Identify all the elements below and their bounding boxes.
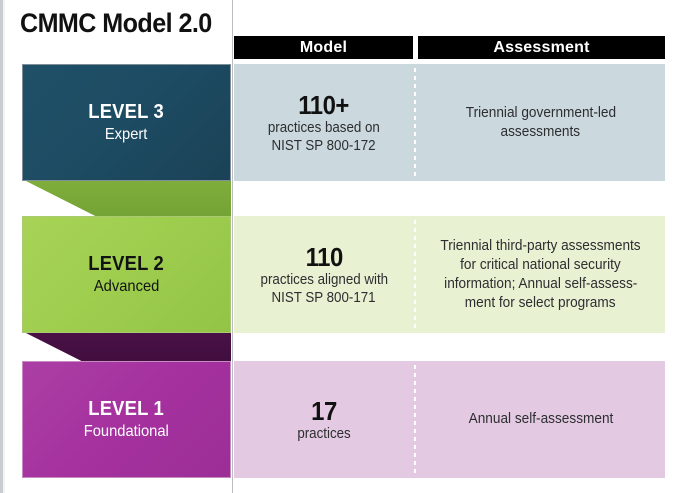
model-cell-level-1: 17 practices	[234, 361, 414, 478]
practice-detail-line2-level-3: NIST SP 800-172	[271, 137, 377, 154]
model-cell-level-2: 110 practices aligned with NIST SP 800-1…	[234, 216, 414, 333]
connector-level3-to-level2	[22, 179, 231, 217]
practice-detail-line1-level-3: practices based on	[268, 119, 380, 136]
row-panel-level-3: 110+ practices based on NIST SP 800-172 …	[234, 64, 665, 181]
model-cell-level-3: 110+ practices based on NIST SP 800-172	[234, 64, 414, 181]
assessment-line3-level-2: information; Annual self-assess-	[443, 275, 638, 292]
level-box-level-2: LEVEL 2 Advanced	[22, 216, 231, 333]
practice-count-level-3: 110+	[298, 89, 350, 120]
practice-detail-line2-level-2: NIST SP 800-171	[271, 289, 377, 306]
practice-count-level-2: 110	[305, 241, 343, 272]
page-title: CMMC Model 2.0	[20, 8, 212, 38]
frame-left-inner-border	[3, 0, 5, 493]
assessment-cell-level-1: Annual self-assessment	[416, 361, 665, 478]
column-dotted-divider	[414, 220, 416, 329]
practice-detail-line1-level-1: practices	[297, 425, 351, 442]
level-box-level-3: LEVEL 3 Expert	[22, 64, 231, 181]
row-panel-level-1: 17 practices Annual self-assessment	[234, 361, 665, 478]
frame-left-border	[0, 0, 3, 493]
column-dotted-divider	[414, 365, 416, 474]
column-header-model: Model	[234, 36, 413, 59]
assessment-line1-level-1: Annual self-assessment	[468, 411, 613, 427]
level-box-level-1: LEVEL 1 Foundational	[22, 361, 231, 478]
assessment-line2-level-2: for critical national security	[460, 256, 621, 273]
level-name-level-1: LEVEL 1	[88, 398, 165, 420]
level-name-level-3: LEVEL 3	[88, 101, 165, 123]
assessment-line2-level-3: assessments	[500, 123, 581, 140]
assessment-cell-level-3: Triennial government-led assessments	[416, 64, 665, 181]
practice-count-level-1: 17	[311, 395, 337, 426]
level-description-level-1: Foundational	[83, 423, 170, 440]
level-name-level-2: LEVEL 2	[88, 253, 165, 275]
level-description-level-3: Expert	[105, 126, 148, 143]
practice-detail-line1-level-2: practices aligned with	[260, 271, 388, 288]
level-column-divider	[232, 0, 233, 493]
row-panel-level-2: 110 practices aligned with NIST SP 800-1…	[234, 216, 665, 333]
assessment-line1-level-3: Triennial government-led	[465, 104, 616, 121]
column-dotted-divider	[414, 68, 416, 177]
assessment-line4-level-2: ment for select programs	[465, 294, 616, 311]
column-header-assessment: Assessment	[418, 36, 665, 59]
assessment-line1-level-2: Triennial third-party assessments	[440, 237, 641, 254]
assessment-cell-level-2: Triennial third-party assessments for cr…	[416, 216, 665, 333]
level-description-level-2: Advanced	[93, 278, 160, 295]
